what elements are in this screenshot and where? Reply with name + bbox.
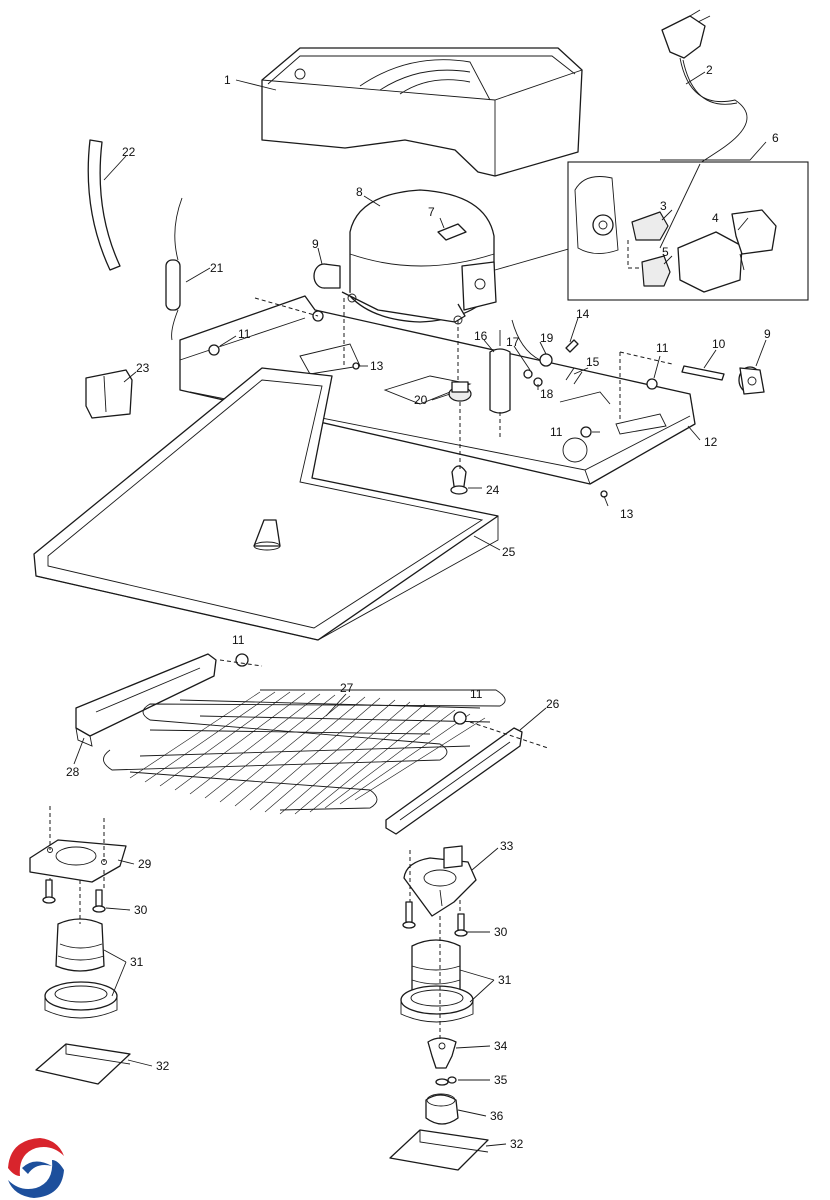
callout-35: 35 [494, 1073, 508, 1087]
part-10-rod [681, 365, 725, 381]
part-21-sensor [165, 197, 183, 341]
part-29-plate [29, 839, 127, 883]
callout-1: 1 [224, 73, 231, 87]
part-1-evaporator-tray [261, 47, 583, 177]
part-33-plate-right [403, 845, 477, 917]
part-23-clip [85, 369, 133, 419]
part-30-screws-right [402, 901, 468, 937]
callout-11-a: 11 [238, 327, 251, 341]
callout-32-right: 32 [510, 1137, 524, 1151]
part-16-filter-drier [489, 330, 511, 414]
part-31-nut-left [44, 918, 118, 1019]
callout-7: 7 [428, 205, 435, 219]
callout-8: 8 [356, 185, 363, 199]
part-36-knob [425, 1093, 459, 1125]
callout-31-left: 31 [130, 955, 144, 969]
callout-9-right: 9 [764, 327, 771, 341]
callout-32-left: 32 [156, 1059, 170, 1073]
part-9-capacitor-left [313, 263, 341, 289]
part-8-compressor [341, 189, 497, 325]
part-6-relay-inset [567, 161, 809, 301]
part-32-label-left [35, 1043, 131, 1085]
callout-21: 21 [210, 261, 224, 275]
small-fasteners [208, 310, 658, 725]
callout-17: 17 [506, 335, 520, 349]
callout-27: 27 [340, 681, 354, 695]
part-20-grommet [448, 381, 472, 402]
callout-22: 22 [122, 145, 136, 159]
part-31-nut-right [400, 939, 474, 1023]
callout-33: 33 [500, 839, 514, 853]
callout-3: 3 [660, 199, 667, 213]
callout-29: 29 [138, 857, 152, 871]
callout-9-left: 9 [312, 237, 319, 251]
part-30-screws-left [42, 879, 106, 913]
callout-25: 25 [502, 545, 516, 559]
part-25-drip-pan [33, 367, 499, 641]
part-27-condenser [103, 689, 506, 815]
callout-26: 26 [546, 697, 560, 711]
part-35-screw [435, 1076, 457, 1086]
callout-2: 2 [706, 63, 713, 77]
callout-14: 14 [576, 307, 590, 321]
leader-lines [73, 71, 767, 1147]
callout-34: 34 [494, 1039, 508, 1053]
part-34-valve [427, 1037, 457, 1069]
callout-28: 28 [66, 765, 80, 779]
callout-11-e: 11 [470, 687, 483, 701]
part-22-hose [87, 139, 121, 271]
part-28-bracket-left [75, 653, 217, 747]
part-24-foot [450, 465, 468, 495]
callout-labels: 1 2 6 3 4 5 8 7 9 22 21 11 13 23 14 16 1… [66, 63, 779, 1151]
callout-11-d: 11 [232, 633, 245, 647]
callout-6: 6 [772, 131, 779, 145]
callout-31-right: 31 [498, 973, 512, 987]
callout-11-c: 11 [550, 425, 563, 439]
part-26-bracket-right [385, 727, 523, 835]
callout-30-left: 30 [134, 903, 148, 917]
callout-20: 20 [414, 393, 428, 407]
callout-18: 18 [540, 387, 554, 401]
brand-swirl-logo [8, 1138, 64, 1198]
callout-5: 5 [662, 245, 669, 259]
part-32-label-right [389, 1129, 489, 1171]
part-9-cap-right [738, 366, 765, 395]
callout-15: 15 [586, 355, 600, 369]
callout-36: 36 [490, 1109, 504, 1123]
callout-10: 10 [712, 337, 726, 351]
callout-19: 19 [540, 331, 554, 345]
callout-13-b: 13 [620, 507, 634, 521]
callout-11-b: 11 [656, 341, 669, 355]
callout-16: 16 [474, 329, 488, 343]
callout-13-a: 13 [370, 359, 384, 373]
callout-12: 12 [704, 435, 718, 449]
assembly-guide-lines [49, 297, 673, 1040]
callout-4: 4 [712, 211, 719, 225]
part-19-tube [511, 319, 553, 367]
callout-30-right: 30 [494, 925, 508, 939]
callout-24: 24 [486, 483, 500, 497]
callout-23: 23 [136, 361, 150, 375]
